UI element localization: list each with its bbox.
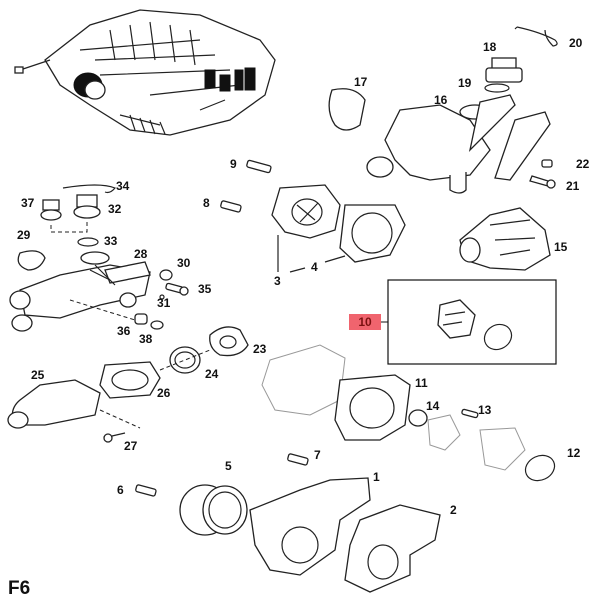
thermostat-flange-group (7, 326, 249, 443)
callout-25: 25 (31, 368, 45, 382)
callout-5: 5 (225, 459, 232, 473)
callout-7: 7 (314, 448, 321, 462)
callout-22: 22 (576, 157, 590, 171)
callout-18: 18 (483, 40, 497, 54)
callout-38: 38 (139, 332, 153, 346)
thermostat-assembly-16 (459, 207, 551, 271)
callout-2: 2 (450, 503, 457, 517)
callout-33: 33 (104, 234, 118, 248)
callout-37: 37 (21, 196, 35, 210)
callout-35: 35 (198, 282, 212, 296)
callout-34: 34 (116, 179, 130, 193)
callout-8: 8 (203, 196, 210, 210)
callout-4: 4 (311, 260, 318, 274)
water-pump-group (220, 159, 406, 273)
callout-14: 14 (426, 399, 440, 413)
callout-6: 6 (117, 483, 124, 497)
callout-19: 19 (458, 76, 472, 90)
callout-12: 12 (567, 446, 581, 460)
callout-26: 26 (157, 386, 171, 400)
callout-30: 30 (177, 256, 191, 270)
callout-36: 36 (117, 324, 131, 338)
callout-24: 24 (205, 367, 219, 381)
pump-rear-group (261, 344, 556, 482)
callout-31: 31 (157, 296, 171, 310)
callout-11: 11 (415, 376, 428, 390)
thermostat-housing-group (328, 26, 558, 194)
callout-28: 28 (134, 247, 148, 261)
callout-23: 23 (253, 342, 267, 356)
callout-15: 16 (434, 93, 448, 107)
callout-20: 20 (569, 36, 583, 50)
callout-10-box (381, 279, 557, 365)
callout-16: 15 (554, 240, 568, 254)
callout-3: 3 (274, 274, 281, 288)
callout-27: 27 (124, 439, 138, 453)
callout-17: 17 (354, 75, 368, 89)
engine-illustration (14, 9, 276, 136)
figure-label: F6 (8, 578, 31, 599)
callout-29: 29 (17, 228, 31, 242)
callout-13: 13 (478, 403, 492, 417)
callout-21: 21 (566, 179, 580, 193)
callout-32: 32 (108, 202, 122, 216)
coolant-distributor-group (9, 184, 189, 332)
pump-housing-group (135, 453, 441, 593)
callout-1: 1 (373, 470, 380, 484)
callout-9: 9 (230, 157, 237, 171)
highlighted-callout-10[interactable]: 10 (349, 314, 381, 330)
